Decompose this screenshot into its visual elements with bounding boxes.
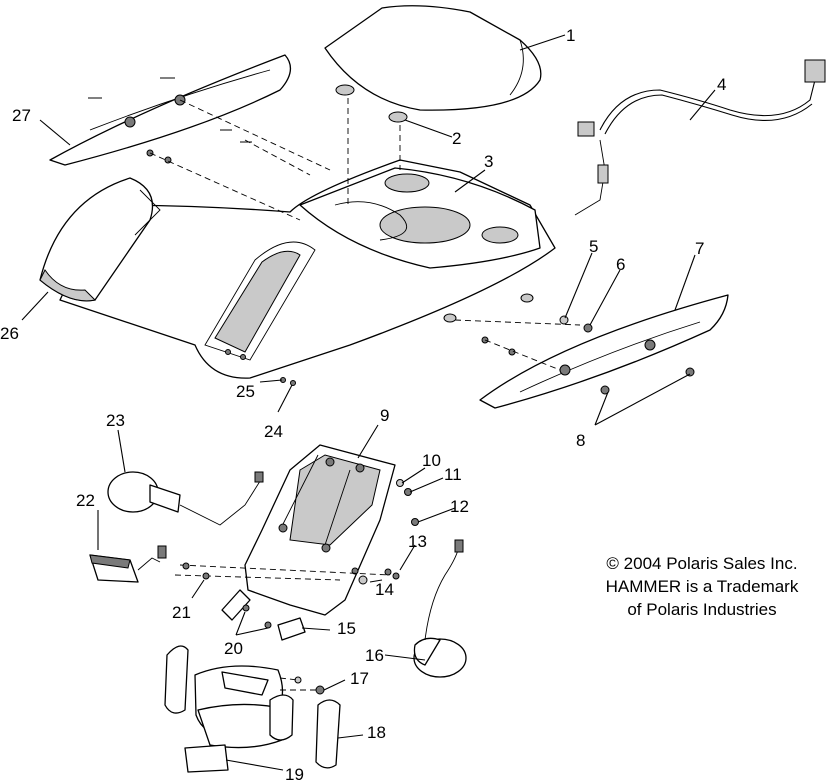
callout-3: 3 [484,152,493,171]
right-trim-part [479,294,729,409]
hood-body-part [59,159,556,379]
callout-4: 4 [717,75,726,94]
lower-valance-part [164,645,341,773]
headlight-bracket-part [244,444,396,616]
callout-1: 1 [566,26,575,45]
hardware-part [280,315,695,395]
callout-26: 26 [0,324,19,343]
callout-15: 15 [337,619,356,638]
left-trim-part [49,54,292,166]
callout-numbers: 1 2 3 4 5 6 7 8 9 10 11 12 13 14 15 16 1… [0,26,726,784]
left-signal-part [107,471,264,526]
right-signal-part [413,539,467,678]
callout-14: 14 [375,580,394,599]
tail-light-part [89,545,167,583]
callout-20: 20 [224,639,243,658]
callout-21: 21 [172,603,191,622]
copyright-line-3: of Polaris Industries [627,600,777,619]
leader-lines [21,34,716,771]
callout-8: 8 [576,431,585,450]
callout-5: 5 [589,237,598,256]
callout-9: 9 [380,406,389,425]
copyright-notice: © 2004 Polaris Sales Inc. HAMMER is a Tr… [582,552,822,621]
wiring-harness-part [574,59,826,216]
callout-12: 12 [450,497,469,516]
callout-6: 6 [616,255,625,274]
callout-22: 22 [76,491,95,510]
callout-24: 24 [264,422,283,441]
callout-18: 18 [367,723,386,742]
callout-11: 11 [444,465,462,484]
callout-10: 10 [422,451,441,470]
bracket-hardware [351,479,419,585]
callout-19: 19 [285,765,304,784]
callout-16: 16 [365,646,384,665]
top-panel-part [324,5,542,111]
callout-23: 23 [106,411,125,430]
callout-25: 25 [236,382,255,401]
callout-27: 27 [12,106,31,125]
callout-7: 7 [695,239,704,258]
callout-2: 2 [452,129,461,148]
copyright-line-1: © 2004 Polaris Sales Inc. [606,554,798,573]
assembly-lines-upper [149,98,581,371]
copyright-line-2: HAMMER is a Trademark [605,577,799,596]
clip-hardware [174,562,391,641]
left-panel-part [39,177,161,302]
callout-13: 13 [408,532,427,551]
grommet-part [335,84,408,123]
callout-17: 17 [350,669,369,688]
